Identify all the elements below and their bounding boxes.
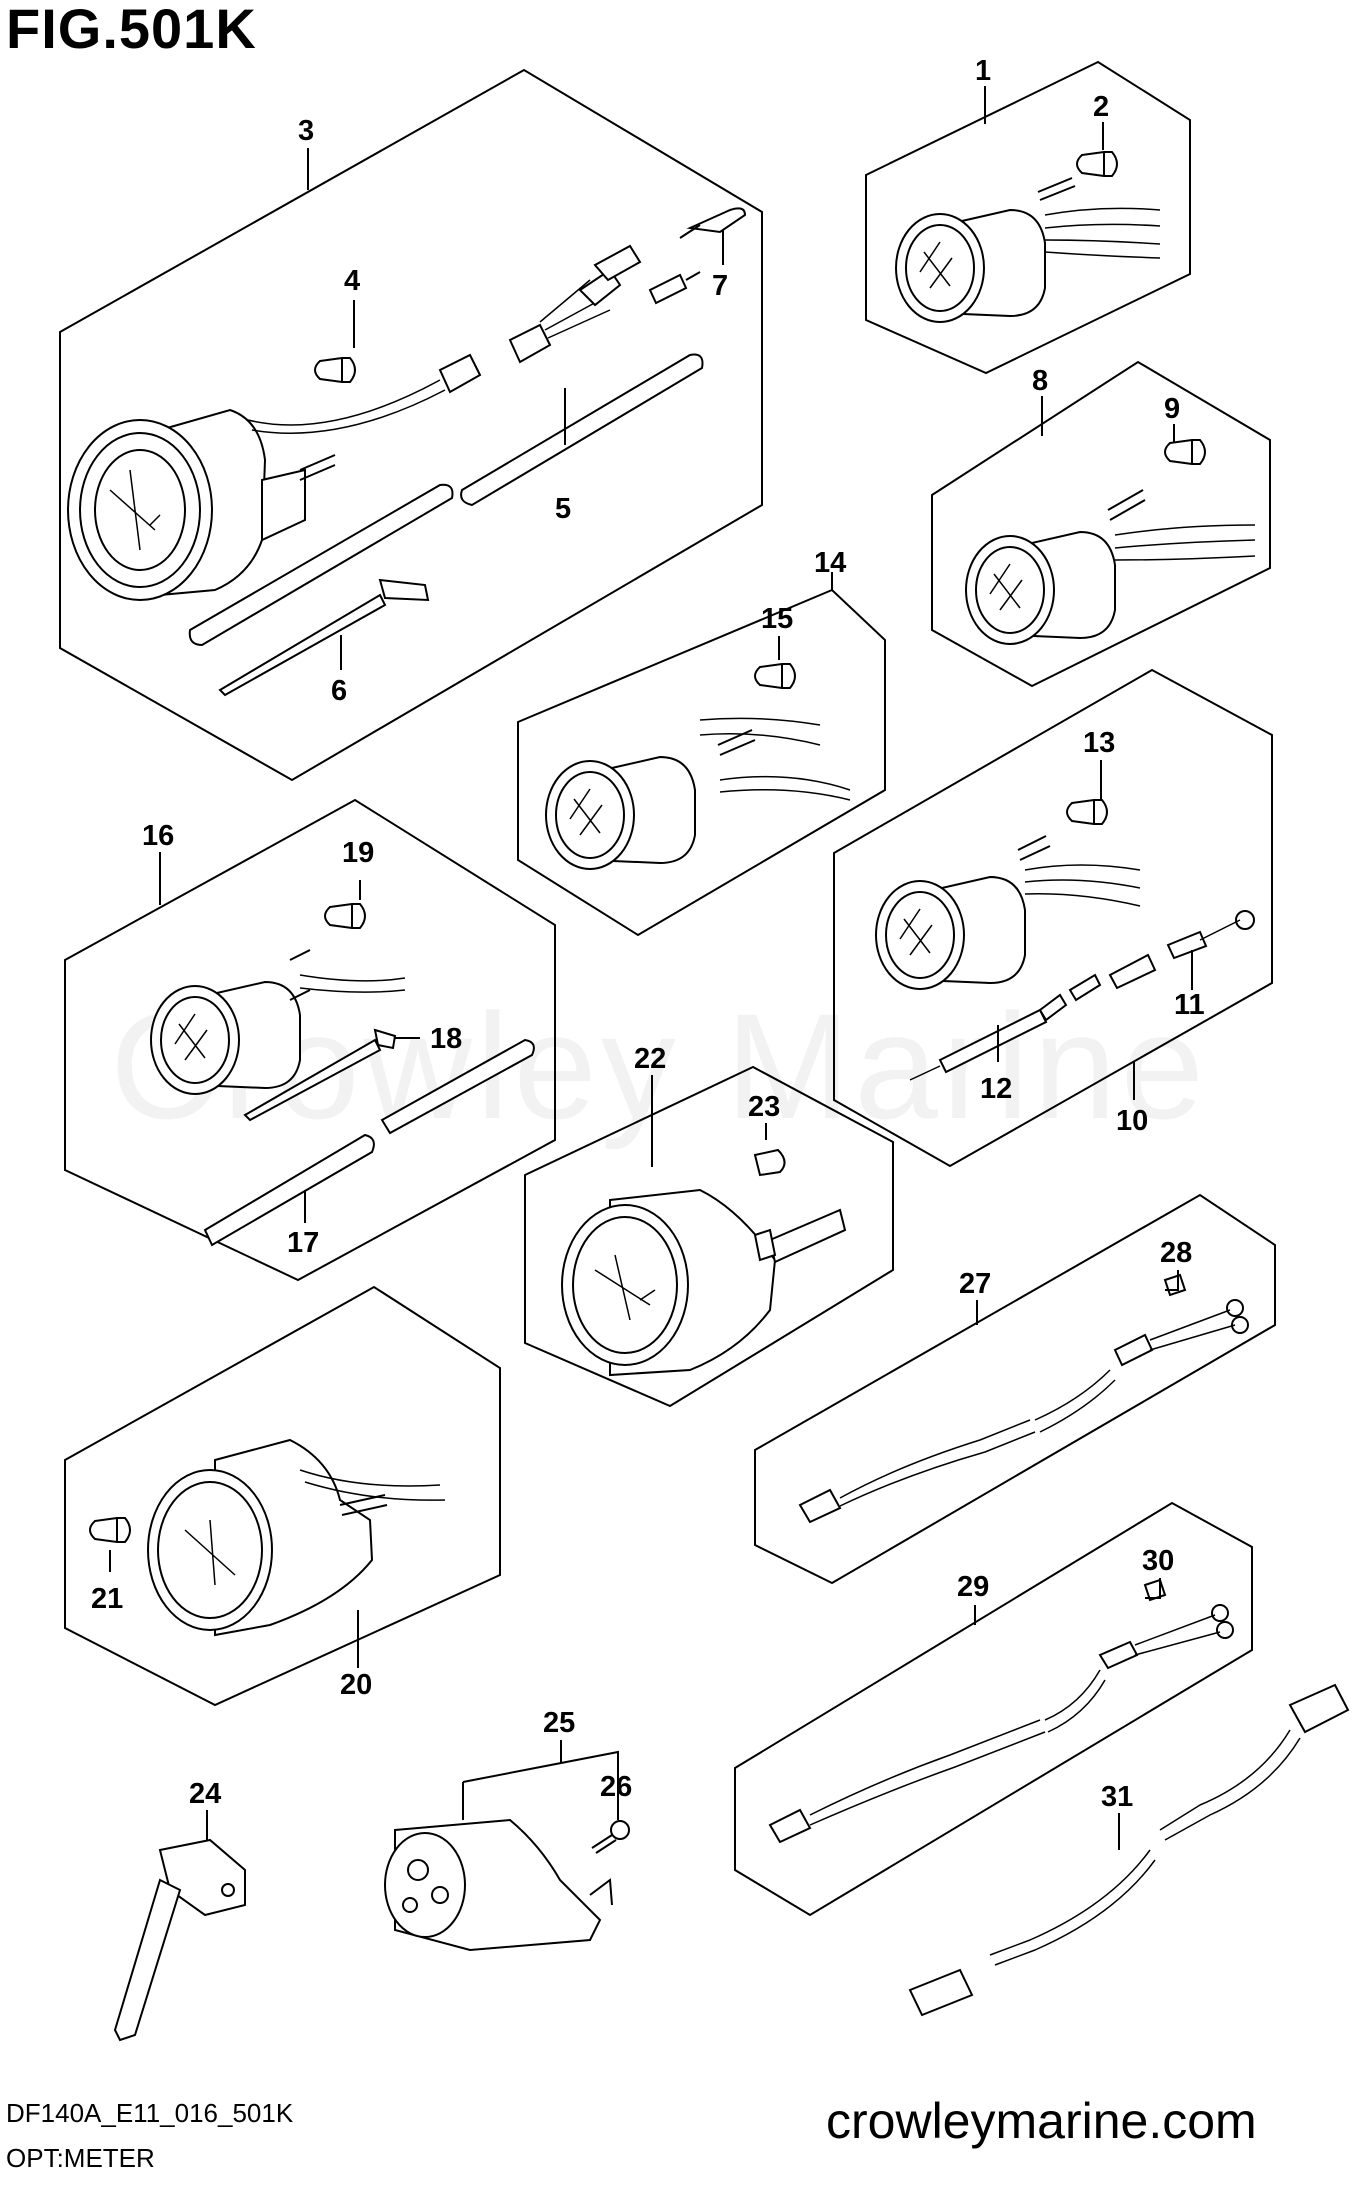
callout-labels: 1 2 3 4 5 6 7 8 9 10 11 12 13 14 15 16 1… <box>91 55 1205 1813</box>
callout-3: 3 <box>298 115 314 147</box>
figure-title: FIG.501K <box>6 0 257 60</box>
leader-lines <box>109 86 1193 1850</box>
box-part-10 <box>833 668 1273 1168</box>
callout-25: 25 <box>543 1707 575 1739</box>
callout-1: 1 <box>975 55 991 87</box>
callout-23: 23 <box>748 1091 780 1123</box>
callout-11: 11 <box>1174 989 1205 1021</box>
part-25-bracket <box>384 1818 613 1952</box>
box-part-27 <box>754 1193 1276 1585</box>
callout-26: 26 <box>600 1771 632 1803</box>
part-31-harness <box>908 1683 1350 2017</box>
callout-31: 31 <box>1101 1781 1133 1813</box>
callout-14: 14 <box>814 547 846 579</box>
callout-27: 27 <box>959 1268 991 1300</box>
callout-5: 5 <box>555 493 571 525</box>
callout-29: 29 <box>957 1571 989 1603</box>
callout-2: 2 <box>1093 91 1109 123</box>
box-part-16 <box>64 798 556 1282</box>
callout-30: 30 <box>1142 1545 1174 1577</box>
box-part-20 <box>64 1285 501 1707</box>
callout-19: 19 <box>342 837 374 869</box>
callout-15: 15 <box>761 603 793 635</box>
diagram-code: DF140A_E11_016_501K <box>6 2098 294 2128</box>
callout-8: 8 <box>1032 365 1048 397</box>
callout-28: 28 <box>1160 1237 1192 1269</box>
box-part-29 <box>734 1501 1253 1917</box>
part-24-sensor <box>113 1838 246 2042</box>
part-26-screw <box>591 1820 630 1854</box>
callout-9: 9 <box>1164 393 1180 425</box>
callout-17: 17 <box>287 1227 319 1259</box>
callout-16: 16 <box>142 820 174 852</box>
callout-13: 13 <box>1083 727 1115 759</box>
callout-21: 21 <box>91 1583 123 1615</box>
box-part-1 <box>865 60 1191 375</box>
callout-22: 22 <box>634 1043 666 1075</box>
diagram-name: OPT:METER <box>6 2143 155 2173</box>
callout-6: 6 <box>331 675 347 707</box>
box-part-22 <box>524 1065 894 1408</box>
box-part-8 <box>931 360 1271 688</box>
callout-10: 10 <box>1116 1105 1148 1137</box>
callout-20: 20 <box>340 1669 372 1701</box>
callout-4: 4 <box>344 265 360 297</box>
box-part-14 <box>517 588 886 937</box>
callout-7: 7 <box>712 270 728 302</box>
callout-18: 18 <box>430 1023 462 1055</box>
callout-12: 12 <box>980 1073 1012 1105</box>
callout-24: 24 <box>189 1778 221 1810</box>
website-link[interactable]: crowleymarine.com <box>826 2093 1257 2149</box>
box-part-3 <box>59 68 763 782</box>
